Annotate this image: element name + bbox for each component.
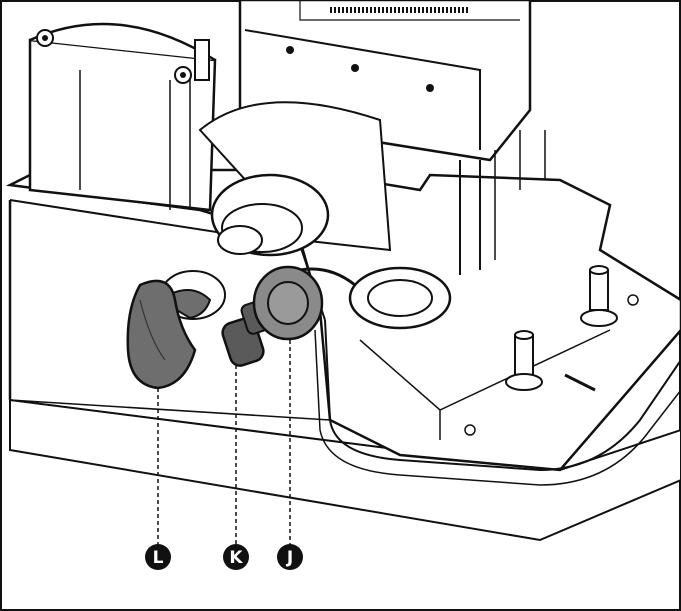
callout-j: J [277, 544, 303, 570]
lock-cover [252, 265, 324, 341]
callout-leaders [157, 340, 291, 548]
release-lever [126, 279, 212, 390]
callout-label-j: J [286, 548, 293, 568]
callout-label-l: L [153, 548, 164, 568]
oil-cap [348, 266, 452, 330]
callout-l: L [145, 544, 171, 570]
cable [299, 267, 356, 287]
drive-wheel [198, 101, 392, 257]
callout-k: K [223, 544, 249, 570]
callout-label-k: K [229, 548, 243, 568]
anchor-bolts [464, 265, 639, 436]
motor-body [28, 22, 217, 212]
